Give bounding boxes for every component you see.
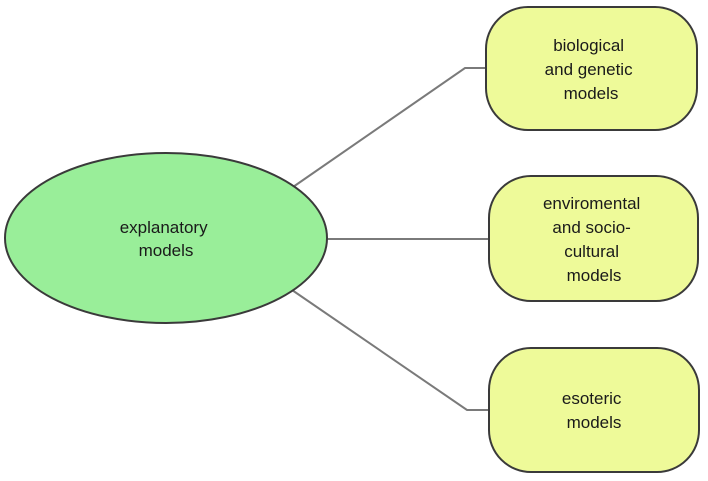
child-node-biological: biological and genetic models bbox=[485, 6, 698, 131]
child-label-line: and genetic bbox=[545, 60, 633, 79]
root-label-line: models bbox=[139, 241, 194, 260]
connector-esoteric bbox=[291, 289, 489, 411]
child-box bbox=[488, 175, 699, 302]
child-label: biological and genetic models bbox=[545, 36, 638, 103]
root-label-line: explanatory bbox=[120, 218, 208, 237]
child-node-environmental: enviromental and socio- cultural models bbox=[488, 175, 699, 302]
child-node-esoteric: esoteric models bbox=[488, 347, 700, 473]
child-label-line: and socio- bbox=[552, 218, 630, 237]
child-box bbox=[485, 6, 698, 131]
child-box bbox=[488, 347, 700, 473]
connectors bbox=[291, 67, 489, 411]
child-label-line: biological bbox=[553, 36, 624, 55]
root-ellipse bbox=[4, 152, 328, 324]
child-label-line: esoteric bbox=[562, 389, 622, 408]
child-label: enviromental and socio- cultural models bbox=[543, 194, 645, 285]
connector-biological bbox=[292, 67, 488, 188]
root-node: explanatory models bbox=[4, 152, 328, 324]
child-label-line: models bbox=[567, 413, 622, 432]
child-label-line: enviromental bbox=[543, 194, 640, 213]
root-label: explanatory models bbox=[120, 218, 213, 260]
child-label-line: models bbox=[567, 266, 622, 285]
child-label: esoteric models bbox=[562, 389, 626, 432]
child-label-line: cultural bbox=[564, 242, 619, 261]
child-label-line: models bbox=[564, 84, 619, 103]
